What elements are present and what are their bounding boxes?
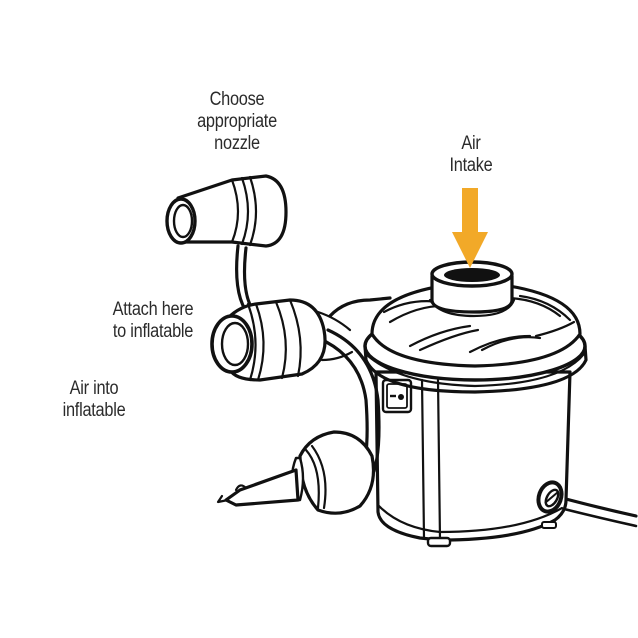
pump-body	[374, 370, 572, 548]
label-air-into-inflatable: Air into inflatable	[49, 378, 138, 422]
power-cord	[558, 496, 638, 528]
nozzle-large-cone	[165, 174, 288, 248]
label-line: Air into	[69, 378, 119, 399]
nozzle-needle	[216, 430, 376, 515]
cord-grommet	[536, 480, 564, 514]
label-line: to inflatable	[112, 321, 194, 342]
label-attach-here: Attach here to inflatable	[101, 299, 206, 343]
label-line: nozzle	[214, 133, 260, 154]
label-air-intake: Air Intake	[434, 133, 508, 177]
label-line: appropriate	[197, 111, 277, 132]
nozzle-attached	[210, 298, 354, 382]
label-line: Choose	[209, 89, 265, 110]
label-line: Air	[461, 133, 481, 154]
label-line: Intake	[449, 155, 493, 176]
label-choose-nozzle: Choose appropriate nozzle	[185, 89, 290, 155]
label-line: inflatable	[62, 400, 126, 421]
power-switch	[381, 378, 413, 414]
label-line: Attach here	[112, 299, 194, 320]
pump-lid	[363, 280, 588, 394]
